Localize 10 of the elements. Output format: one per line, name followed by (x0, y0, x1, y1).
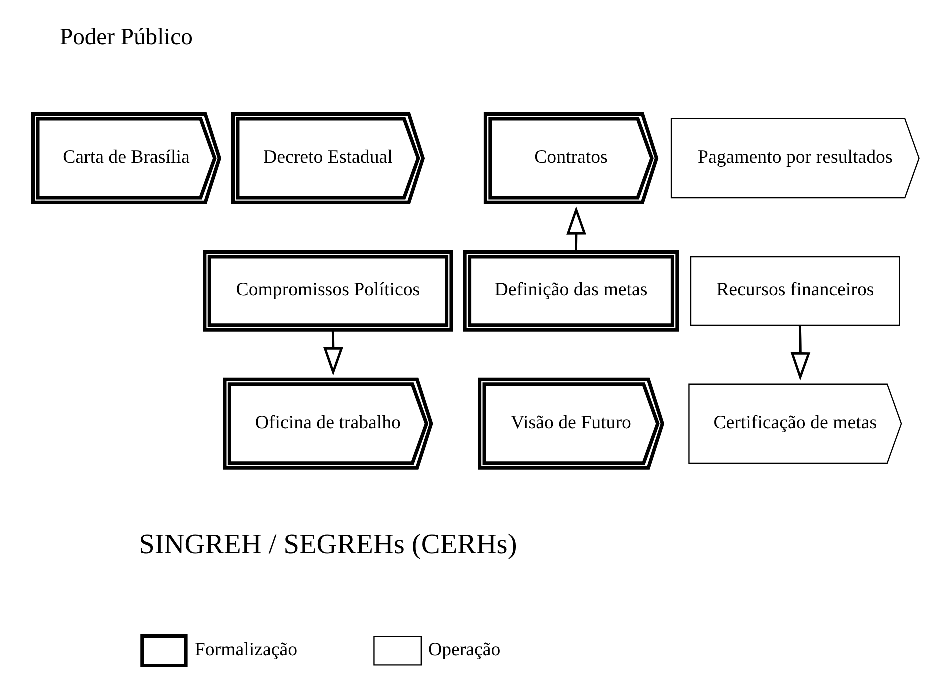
arrow (566, 206, 586, 252)
node-box: Recursos financeiros (690, 256, 900, 326)
arrow (790, 326, 811, 381)
node-box: Definição das metas (463, 250, 680, 332)
label: SINGREH / SEGREHs (CERHs) (139, 529, 518, 560)
node-box: Compromissos Políticos (203, 250, 454, 332)
legend-label: Operação (428, 640, 501, 661)
legend-label: Formalização (194, 640, 298, 661)
label: Poder Público (60, 24, 193, 51)
arrow (324, 330, 344, 376)
